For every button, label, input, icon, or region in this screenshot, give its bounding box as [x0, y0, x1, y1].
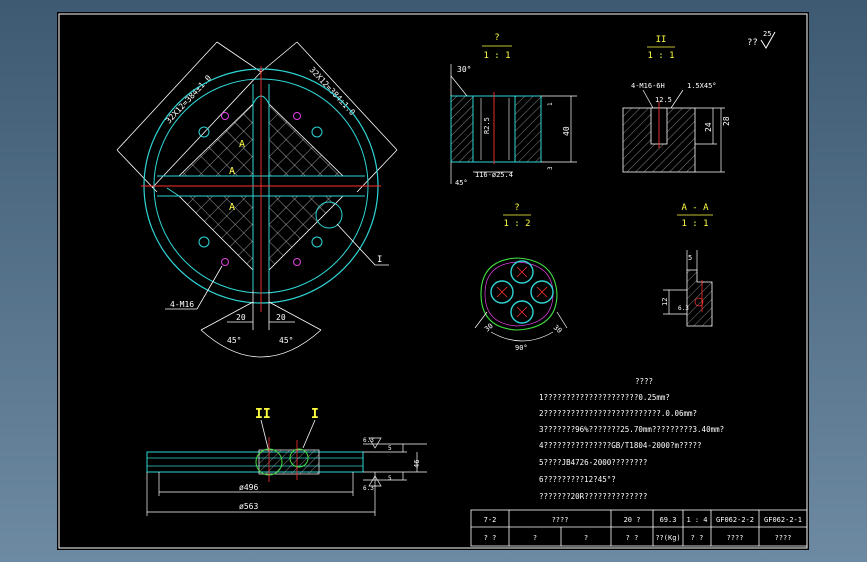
notes-title: ???? — [635, 377, 653, 386]
tb-r2-c7: ???? — [727, 534, 744, 542]
sa-roughness: 6.3 — [678, 305, 689, 312]
tb-r1-c7: GF062-2-1 — [764, 516, 802, 524]
elev-dim-496: ø496 — [239, 483, 258, 492]
elev-rough-top: 6.3 — [363, 437, 374, 444]
dim-right-20: 20 — [276, 313, 286, 322]
title-block: 7-2 ???? 20 ? 69.3 1 : 4 GF062-2-2 GF062… — [470, 509, 808, 547]
s1-small2: 3 — [547, 166, 554, 170]
dim-angle-right: 45° — [279, 336, 293, 345]
dim-left-20: 20 — [236, 313, 246, 322]
note-line-5: 5????JB4726-2000???????? — [539, 458, 647, 467]
section-a-a: A - A 1 : 1 5 12 6.3 — [661, 203, 713, 327]
s2-roughness: 12.5 — [655, 96, 672, 104]
corner-roughness-value: 25 — [763, 30, 771, 38]
section2-title: II — [656, 35, 667, 45]
tb-r1-c6: GF062-2-2 — [716, 516, 754, 524]
tb-r2-c4: ? ? — [626, 534, 639, 542]
detail-view: ? 1 : 2 30 30 90° — [474, 203, 568, 352]
s1-bottom-dim: 116-ø25.4 — [475, 171, 513, 179]
s2-chamfer: 1.5X45° — [687, 82, 717, 90]
label-a-mid: A — [229, 166, 235, 177]
s1-small1: 1 — [547, 102, 554, 106]
quadrant-bottom-right — [268, 195, 344, 271]
s2-thread: 4-M16-6H — [631, 82, 665, 90]
tb-r2-c6: ? ? — [691, 534, 704, 542]
tb-r2-c8: ???? — [775, 534, 792, 542]
s1-height-dim: 40 — [562, 126, 571, 136]
elev-rough-bottom: 6.3 — [363, 485, 374, 492]
note-line-7: ???????20R?????????????? — [539, 492, 647, 501]
note-line-6: 6?????????12?45°? — [539, 475, 616, 484]
dim-holes: 4-M16 — [170, 300, 194, 309]
section1-title: ? — [494, 33, 499, 43]
section1-scale: 1 : 1 — [483, 51, 510, 61]
dim-diag-left: 32X12=384±1.0 — [164, 73, 213, 125]
drawing-sheet: ?? 25 32X12=384±1.0 32X12=384±1.0 — [57, 12, 809, 550]
tb-r2-c3: ? — [584, 534, 588, 542]
tb-r1-c4: 69.3 — [660, 516, 677, 524]
s1-angle-top: 30° — [457, 65, 471, 74]
sa-left-dim: 12 — [661, 298, 669, 306]
elev-dim-46: 46 — [413, 460, 421, 468]
tb-r1-c3: 20 ? — [624, 516, 641, 524]
elev-label-ii: II — [255, 407, 271, 422]
detail-title: ? — [514, 203, 519, 213]
label-a-top: A — [239, 139, 245, 150]
s2-height2: 28 — [722, 116, 731, 126]
technical-notes: ???? 1?????????????????????0.25mm? 2????… — [539, 377, 724, 501]
leader-label-i: I — [377, 255, 382, 265]
section-view-2: II 1 : 1 4-M16-6H 1.5X45° 12.5 24 28 — [622, 35, 731, 173]
elev-dim-563: ø563 — [239, 502, 258, 511]
section2-scale: 1 : 1 — [647, 51, 674, 61]
detail-dim-left: 30 — [483, 322, 495, 334]
note-line-4: 4???????????????GB/T1804-2000?m????? — [539, 441, 702, 450]
note-line-3: 3???????96%???????25.70mm?????????3.40mm… — [539, 425, 724, 434]
cad-drawing: ?? 25 32X12=384±1.0 32X12=384±1.0 — [58, 13, 808, 549]
s2-height1: 24 — [704, 122, 713, 132]
sectionA-scale: 1 : 1 — [681, 219, 708, 229]
tb-r2-c1: ? ? — [484, 534, 497, 542]
quadrant-bottom-left — [178, 195, 254, 271]
elev-dim-5a: 5 — [388, 445, 392, 452]
corner-label: ?? — [747, 38, 758, 48]
plan-view: 32X12=384±1.0 32X12=384±1.0 — [116, 41, 398, 358]
roughness-symbol-icon: 25 — [760, 30, 776, 49]
detail-dim-bottom: 90° — [515, 344, 528, 352]
s1-angle-bottom: 45° — [455, 179, 468, 187]
detail-scale: 1 : 2 — [503, 219, 530, 229]
dim-angle-left: 45° — [227, 336, 241, 345]
note-line-2: 2??????????????????????????.0.06mm? — [539, 409, 697, 418]
note-line-1: 1?????????????????????0.25mm? — [539, 393, 670, 402]
section-view-1: ? 1 : 1 30° 45° 116-ø25.4 40 1 3 R2.5 — [450, 33, 577, 187]
tb-r2-c2: ? — [533, 534, 537, 542]
elev-label-i: I — [311, 407, 319, 422]
label-a-low: A — [229, 202, 235, 213]
detail-dim-right: 30 — [552, 323, 564, 335]
quadrant-top-right — [268, 103, 344, 177]
tb-r1-c1: 7-2 — [484, 516, 497, 524]
elev-dim-5b: 5 — [388, 475, 392, 482]
sheet-border — [58, 13, 808, 549]
tb-r1-c5: 1 : 4 — [686, 516, 707, 524]
tb-r2-c5: ??(Kg) — [655, 534, 680, 542]
sa-top-dim: 5 — [688, 254, 692, 262]
sectionA-title: A - A — [681, 203, 709, 213]
tb-r1-c2: ???? — [552, 516, 569, 524]
s1-radius: R2.5 — [483, 117, 491, 134]
elevation-view: II I 46 5 5 6 — [146, 407, 427, 516]
